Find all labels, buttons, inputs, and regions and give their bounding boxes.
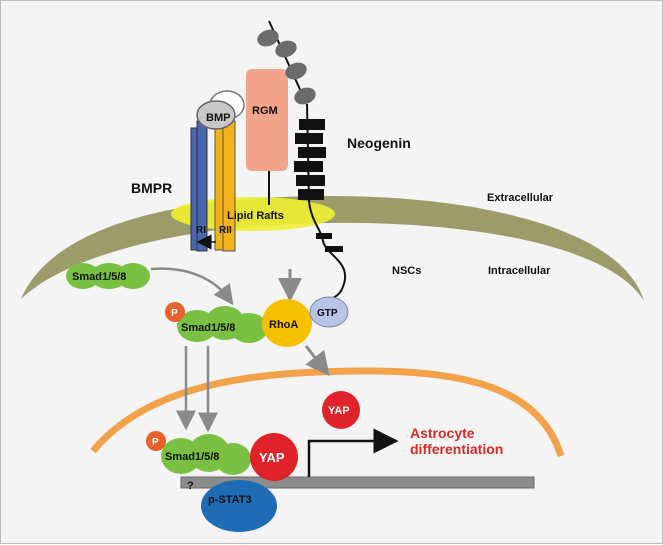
rhoa-label: RhoA	[269, 319, 298, 331]
pstat3-label: p-STAT3	[208, 494, 252, 506]
phospho-label-cytoplasm: P	[171, 308, 178, 319]
bmpr-label: BMPR	[131, 180, 172, 196]
gtp-label: GTP	[317, 308, 338, 319]
extracellular-label: Extracellular	[487, 192, 554, 204]
yap-nucleus-label: YAP	[259, 450, 285, 465]
rgm-protein	[246, 69, 288, 171]
astrocyte-label-line1: Astrocyte	[410, 425, 475, 441]
bmp-ligand	[196, 90, 245, 130]
smad-phospho-label: Smad1/5/8	[181, 322, 235, 334]
rhoa-yap-arrow	[304, 345, 330, 377]
phospho-circle-nucleus	[146, 431, 166, 451]
rii-label: RII	[219, 225, 232, 236]
yap-cytoplasm-node	[322, 391, 360, 429]
dna-strand	[180, 476, 535, 489]
question-label: ?	[187, 480, 194, 492]
lipid-raft	[171, 197, 335, 231]
rhoa-node	[262, 299, 312, 347]
intracellular-label: Intracellular	[488, 265, 551, 277]
yap-cytoplasm-label: YAP	[328, 405, 350, 417]
smad-cytoplasm-label: Smad1/5/8	[72, 271, 126, 283]
phospho-label-nucleus: P	[152, 437, 159, 448]
nuclear-envelope	[90, 367, 565, 458]
phospho-circle-cytoplasm	[165, 302, 185, 322]
rgm-label: RGM	[252, 105, 278, 117]
cell-membrane	[21, 196, 644, 301]
bmp-label: BMP	[206, 112, 230, 124]
astrocyte-label-line2: differentiation	[410, 441, 503, 457]
ri-label: RI	[196, 225, 206, 236]
smad-activation-arrow	[150, 267, 234, 306]
transcription-arrow	[307, 428, 399, 477]
lipid-rafts-label: Lipid Rafts	[227, 210, 284, 222]
smad-nucleus-label: Smad1/5/8	[165, 451, 219, 463]
yap-nucleus-node	[250, 433, 298, 481]
pstat3-node	[201, 480, 277, 532]
neogenin-label: Neogenin	[347, 135, 411, 151]
gtp-node	[309, 296, 349, 328]
smad-cytoplasm-node	[66, 263, 150, 289]
smad-nucleus-node	[161, 434, 251, 475]
nscs-label: NSCs	[392, 265, 421, 277]
smad-phospho-node	[177, 306, 268, 343]
